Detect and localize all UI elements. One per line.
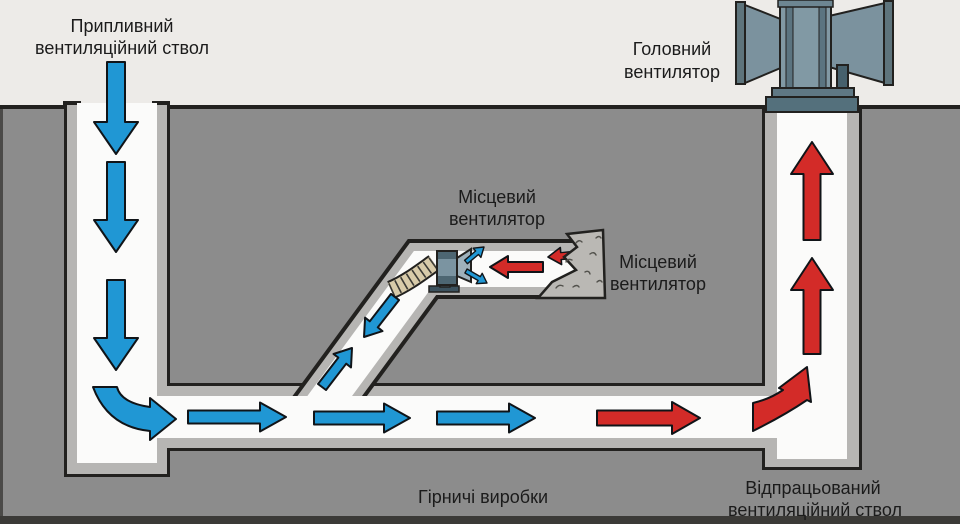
fresh-air-arrow (93, 161, 139, 253)
main-fan-casing-rib-left (785, 1, 794, 90)
local-fan-label-right: вентилятор (610, 274, 706, 294)
left-edge-shadow (0, 109, 3, 524)
main-fan-casing-rib-right (818, 1, 827, 90)
labels: Припливний вентиляційний ствол Головний … (35, 16, 902, 520)
local-fan-label: Місцевий (458, 187, 536, 207)
local-fan-band-bottom (438, 276, 456, 284)
exhaust-air-arrow (489, 255, 544, 279)
exhaust-air-arrow (790, 257, 834, 355)
exhaust-air-arrow (790, 141, 834, 241)
main-fan (735, 0, 894, 113)
exhaust-shaft-label: вентиляційний ствол (728, 500, 902, 520)
local-fan-label: вентилятор (449, 209, 545, 229)
fresh-air-arrow (313, 402, 411, 434)
bottom-edge-shadow (0, 516, 960, 524)
exhaust-air-corner-arrow (752, 366, 812, 432)
fresh-air-flow (92, 61, 536, 441)
main-fan-left-plate (735, 1, 746, 85)
fresh-air-arrow (463, 246, 485, 265)
rock-face (535, 228, 607, 300)
mine-workings-label: Гірничі виробки (418, 487, 548, 507)
flexible-duct (387, 256, 439, 297)
fresh-air-arrow (436, 402, 536, 434)
main-fan-label: вентилятор (624, 62, 720, 82)
main-fan-top-cap (777, 0, 834, 8)
main-fan-right-plate (883, 0, 894, 86)
fresh-air-arrow (464, 268, 488, 285)
exhaust-shaft-label: Відпрацьований (745, 478, 880, 498)
fresh-air-arrow (93, 279, 139, 371)
fresh-air-corner-arrow (92, 386, 177, 441)
exhaust-air-flow (489, 141, 834, 435)
intake-shaft-label: Припливний (71, 16, 174, 36)
exhaust-air-arrow (596, 401, 701, 435)
fresh-air-arrow (93, 61, 139, 155)
fresh-air-arrow (317, 347, 353, 391)
local-fan-band-top (438, 252, 456, 259)
fresh-air-arrow (187, 401, 287, 433)
intake-shaft-label: вентиляційний ствол (35, 38, 209, 58)
rock-texture (555, 235, 603, 289)
fresh-air-arrow (363, 292, 400, 338)
local-fan-label-right: Місцевий (619, 252, 697, 272)
main-fan-base-lower (765, 96, 859, 113)
main-fan-label: Головний (633, 39, 712, 59)
